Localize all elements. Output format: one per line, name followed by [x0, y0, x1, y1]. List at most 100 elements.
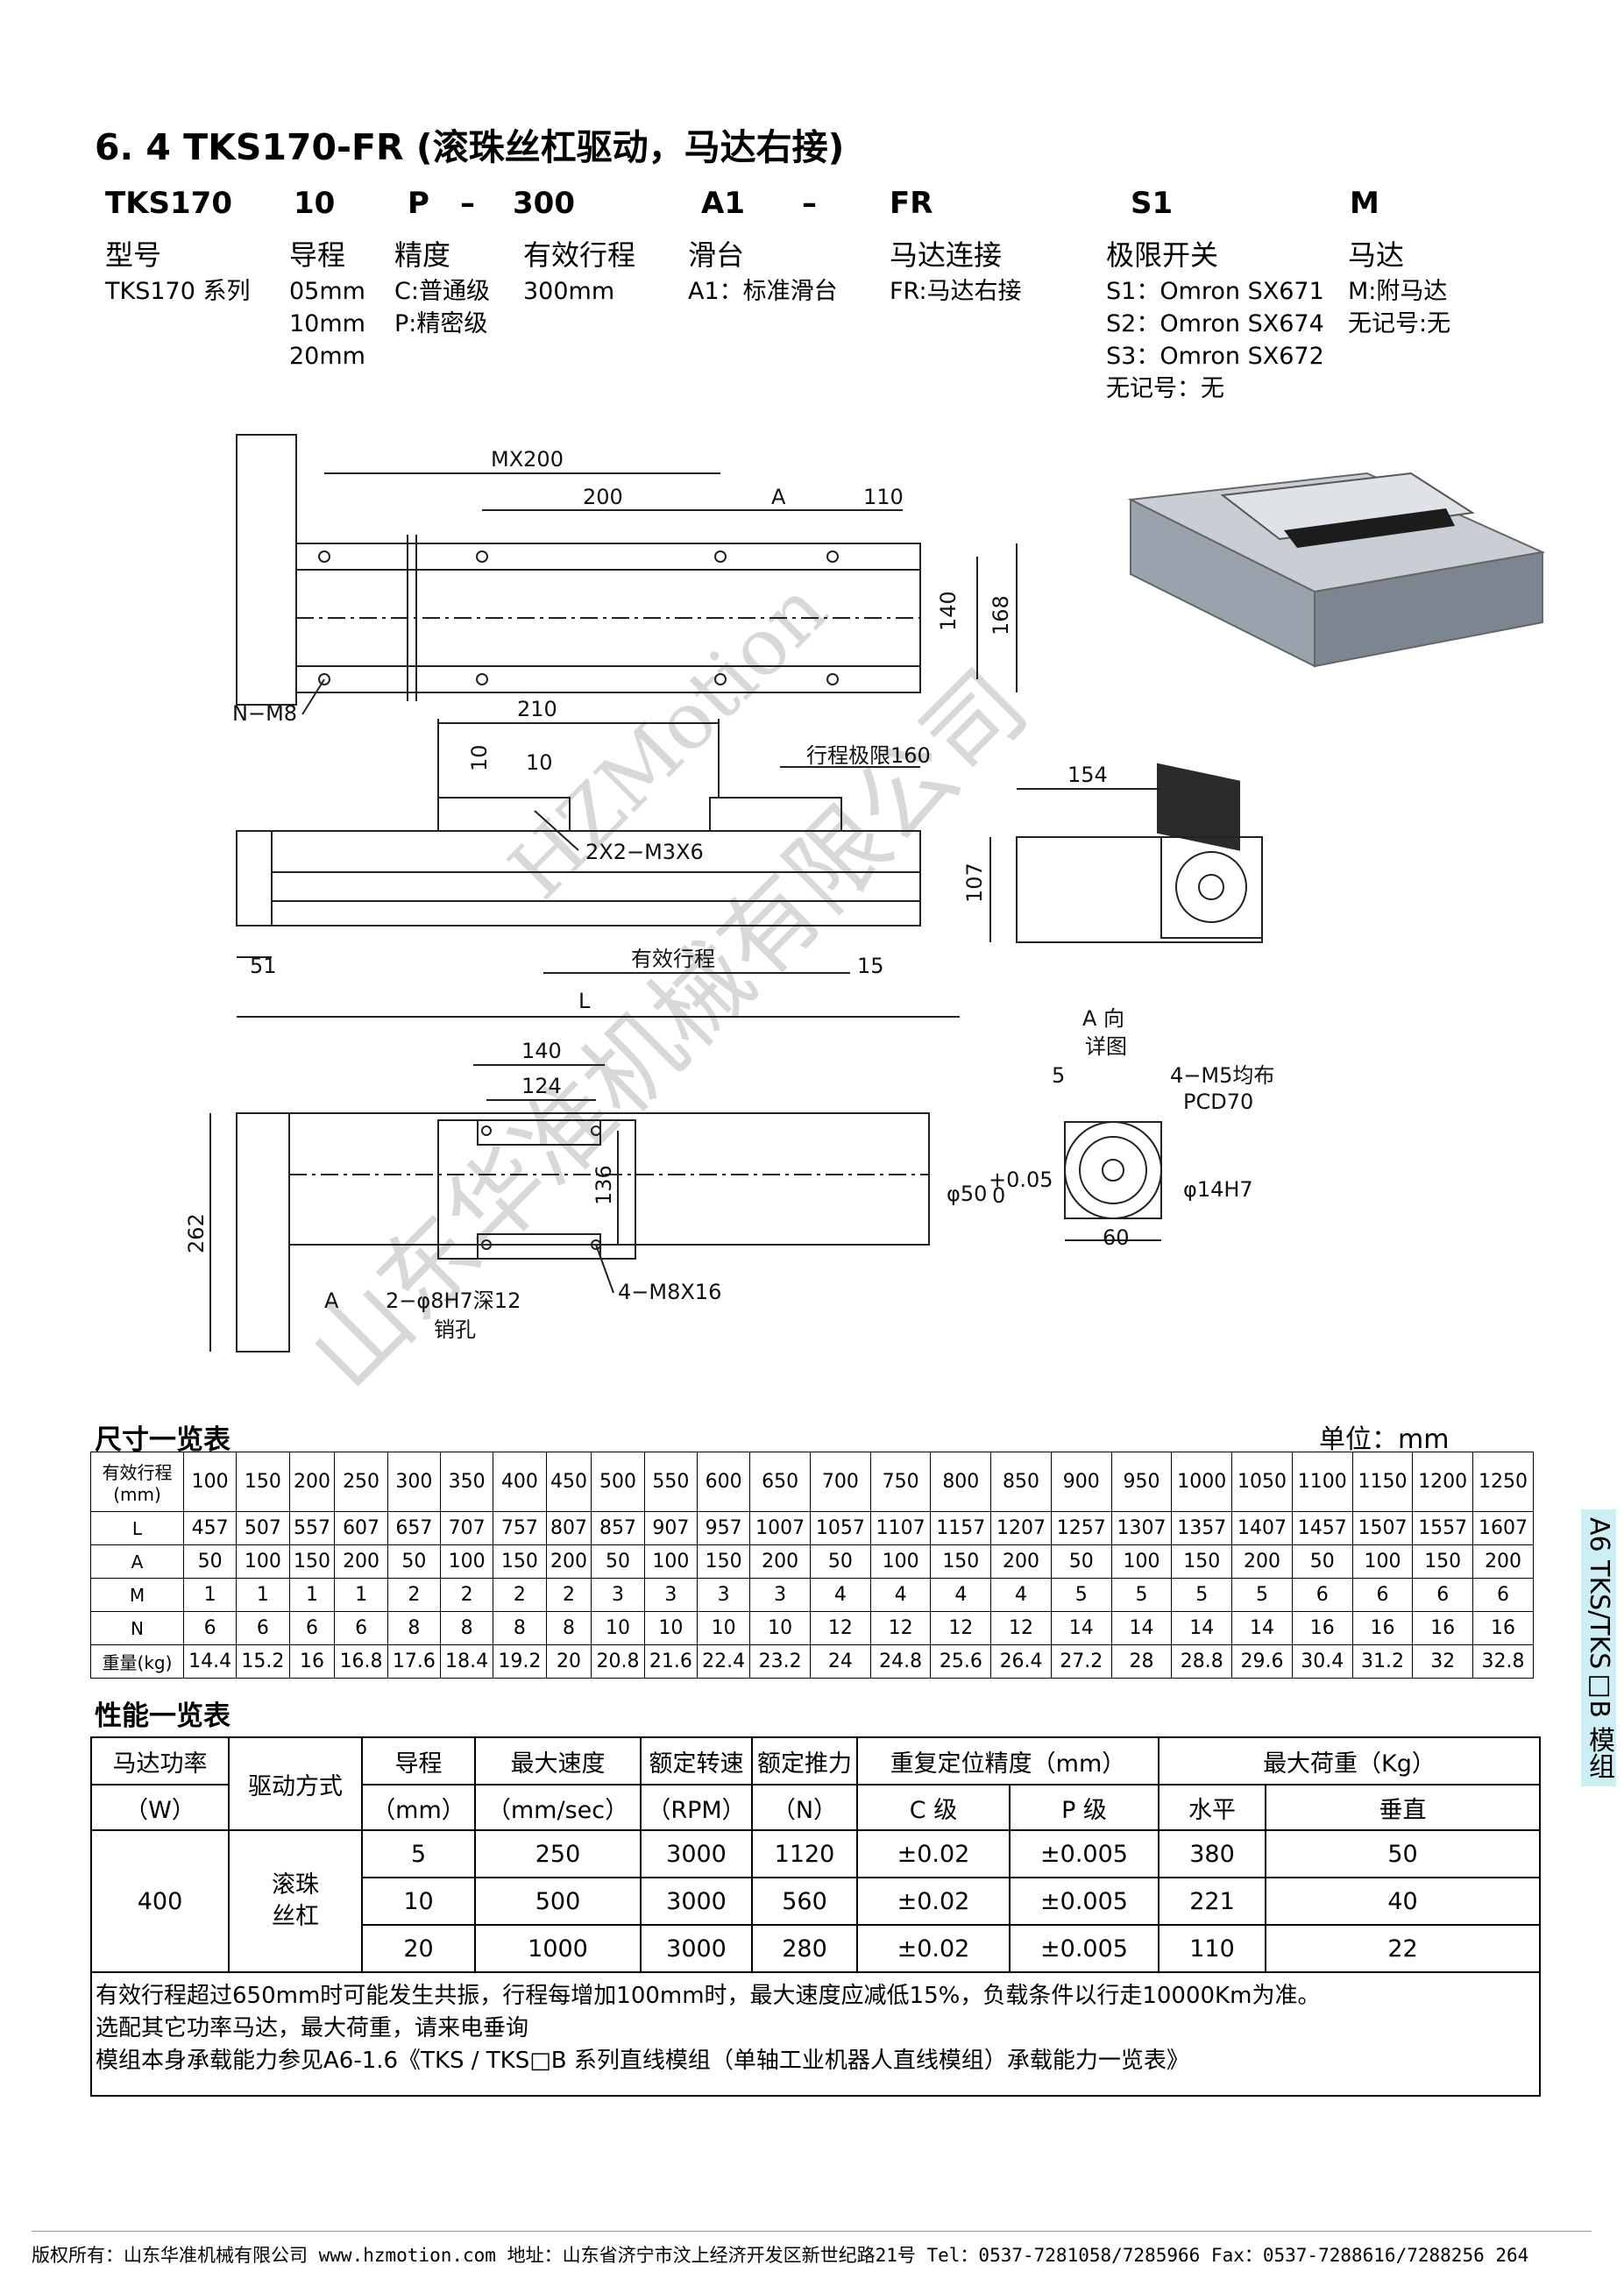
dim-cell: 29.6: [1231, 1644, 1293, 1679]
dim-cell: 150: [696, 1544, 751, 1579]
dim-cell: 3: [749, 1578, 811, 1612]
dim-cell: 21.6: [643, 1644, 698, 1679]
table-row: 400 滚珠丝杠 5 250 3000 1120 ±0.02 ±0.005 38…: [90, 1829, 1541, 1973]
dim-cell: 1: [182, 1578, 238, 1612]
h-c-grade: C 级: [856, 1784, 1011, 1831]
side-view: 210 10 10 行程极限160 2X2−M3X6 51 有效行程 15 L …: [236, 697, 1263, 1018]
dim-cell: 12: [809, 1611, 871, 1645]
dim-cell: 200: [545, 1544, 592, 1579]
dim-cell: 1257: [1050, 1511, 1112, 1545]
dim-cell: 23.2: [749, 1644, 811, 1679]
dim-stroke-cell: 450: [545, 1452, 592, 1512]
dim-stroke-cell: 250: [334, 1452, 388, 1512]
dim-cell: 30.4: [1291, 1644, 1353, 1679]
dim-cell: 507: [236, 1511, 290, 1545]
dim-table-unit: 单位：mm: [1319, 1424, 1450, 1455]
dim-cell: 31.2: [1351, 1644, 1414, 1679]
dim-cell: 2: [386, 1578, 441, 1612]
cell: 40: [1265, 1877, 1541, 1926]
label-pin-hole-cn: 销孔: [434, 1317, 476, 1342]
dim-cell: 10: [696, 1611, 751, 1645]
dim-cell: 3: [591, 1578, 645, 1612]
code-precision: P: [408, 186, 429, 221]
code-motor: M: [1350, 186, 1379, 221]
technical-drawing: 山东华准机械有限公司 HZMotion MX200 200 A 110 140 …: [184, 434, 1546, 1409]
dim-cell: 707: [439, 1511, 494, 1545]
dim-stroke-cell: 650: [749, 1452, 811, 1512]
dim-cell: 50: [386, 1544, 441, 1579]
cell: 22: [1265, 1924, 1541, 1973]
col-precision: 精度 C:普通级 P:精密级: [394, 238, 490, 337]
dim-cell: 200: [990, 1544, 1052, 1579]
cell: 5: [361, 1829, 476, 1878]
performance-table: 马达功率 驱动方式 导程 最大速度 额定转速 额定推力 重复定位精度（mm） 最…: [90, 1736, 1541, 2097]
end-view: [1016, 836, 1263, 943]
cell: ±0.005: [1009, 1829, 1159, 1878]
cell: 280: [751, 1924, 858, 1973]
cell: 1120: [751, 1829, 858, 1878]
table-row: 20 1000 3000 280 ±0.02 ±0.005 110 22: [91, 1924, 1541, 1973]
dim-cell: 6: [334, 1611, 388, 1645]
dim-phi50-tol0: 0: [992, 1183, 1005, 1208]
dim-cell: 607: [334, 1511, 388, 1545]
dim-stroke-cell: 1150: [1351, 1452, 1414, 1512]
dim-row-label: M: [90, 1578, 184, 1612]
cell: 221: [1158, 1877, 1266, 1926]
dim-cell: 20: [545, 1644, 592, 1679]
dim-5: 5: [1052, 1063, 1065, 1088]
dim-cell: 28: [1110, 1644, 1173, 1679]
dim-row-label: A: [90, 1544, 184, 1579]
dim-cell: 15.2: [236, 1644, 290, 1679]
label-n-m8: N−M8: [232, 701, 297, 726]
dim-cell: 17.6: [386, 1644, 441, 1679]
h-horizontal: 水平: [1158, 1784, 1266, 1831]
bottom-view: 140 124 136 262 A 2−φ8H7深12 销孔 4−M8X16: [184, 1039, 930, 1352]
cell: ±0.005: [1009, 1924, 1159, 1973]
dim-stroke-limit: 行程极限160: [806, 743, 931, 768]
bottom-view-motor-block: [236, 1112, 290, 1352]
dim-stroke-cell: 300: [386, 1452, 441, 1512]
dim-cell: 16: [1472, 1611, 1534, 1645]
dim-cell: 27.2: [1050, 1644, 1112, 1679]
dim-cell: 14: [1110, 1611, 1173, 1645]
dim-stroke-cell: 1050: [1231, 1452, 1293, 1512]
h-thrust-unit: （N）: [751, 1784, 858, 1831]
code-slide: A1: [701, 186, 745, 221]
code-series: TKS170: [105, 186, 232, 221]
dim-cell: 1207: [990, 1511, 1052, 1545]
dim-cell: 10: [643, 1611, 698, 1645]
dim-cell: 6: [1412, 1578, 1474, 1612]
code-stroke: 300: [513, 186, 575, 221]
dim-cell: 100: [439, 1544, 494, 1579]
dim-cell: 1357: [1171, 1511, 1233, 1545]
cell: 500: [474, 1877, 642, 1926]
dim-cell: 100: [1351, 1544, 1414, 1579]
dim-a: A: [771, 485, 786, 509]
dim-cell: 18.4: [439, 1644, 494, 1679]
dim-cell: 100: [869, 1544, 932, 1579]
dim-cell: 857: [591, 1511, 645, 1545]
cell: ±0.005: [1009, 1877, 1159, 1926]
code-lead: 10: [294, 186, 336, 221]
h-p-grade: P 级: [1009, 1784, 1159, 1831]
dim-cell: 6: [1291, 1578, 1353, 1612]
cell-power: 400: [90, 1829, 230, 1973]
dim-cell: 14.4: [182, 1644, 238, 1679]
dim-262: 262: [184, 1213, 209, 1253]
dim-phi14: φ14H7: [1183, 1177, 1253, 1202]
dim-cell: 12: [930, 1611, 992, 1645]
dim-cell: 5: [1050, 1578, 1112, 1612]
dim-124: 124: [521, 1074, 562, 1098]
dim-cell: 1307: [1110, 1511, 1173, 1545]
dim-cell: 12: [869, 1611, 932, 1645]
dim-stroke-cell: 100: [182, 1452, 238, 1512]
a-view-subtitle: 详图: [1085, 1034, 1127, 1059]
dim-cell: 5: [1231, 1578, 1293, 1612]
dim-stroke-cell: 800: [930, 1452, 992, 1512]
dim-15: 15: [857, 954, 884, 978]
dim-row-label: 重量(kg): [90, 1644, 184, 1679]
dim-cell: 6: [182, 1611, 238, 1645]
